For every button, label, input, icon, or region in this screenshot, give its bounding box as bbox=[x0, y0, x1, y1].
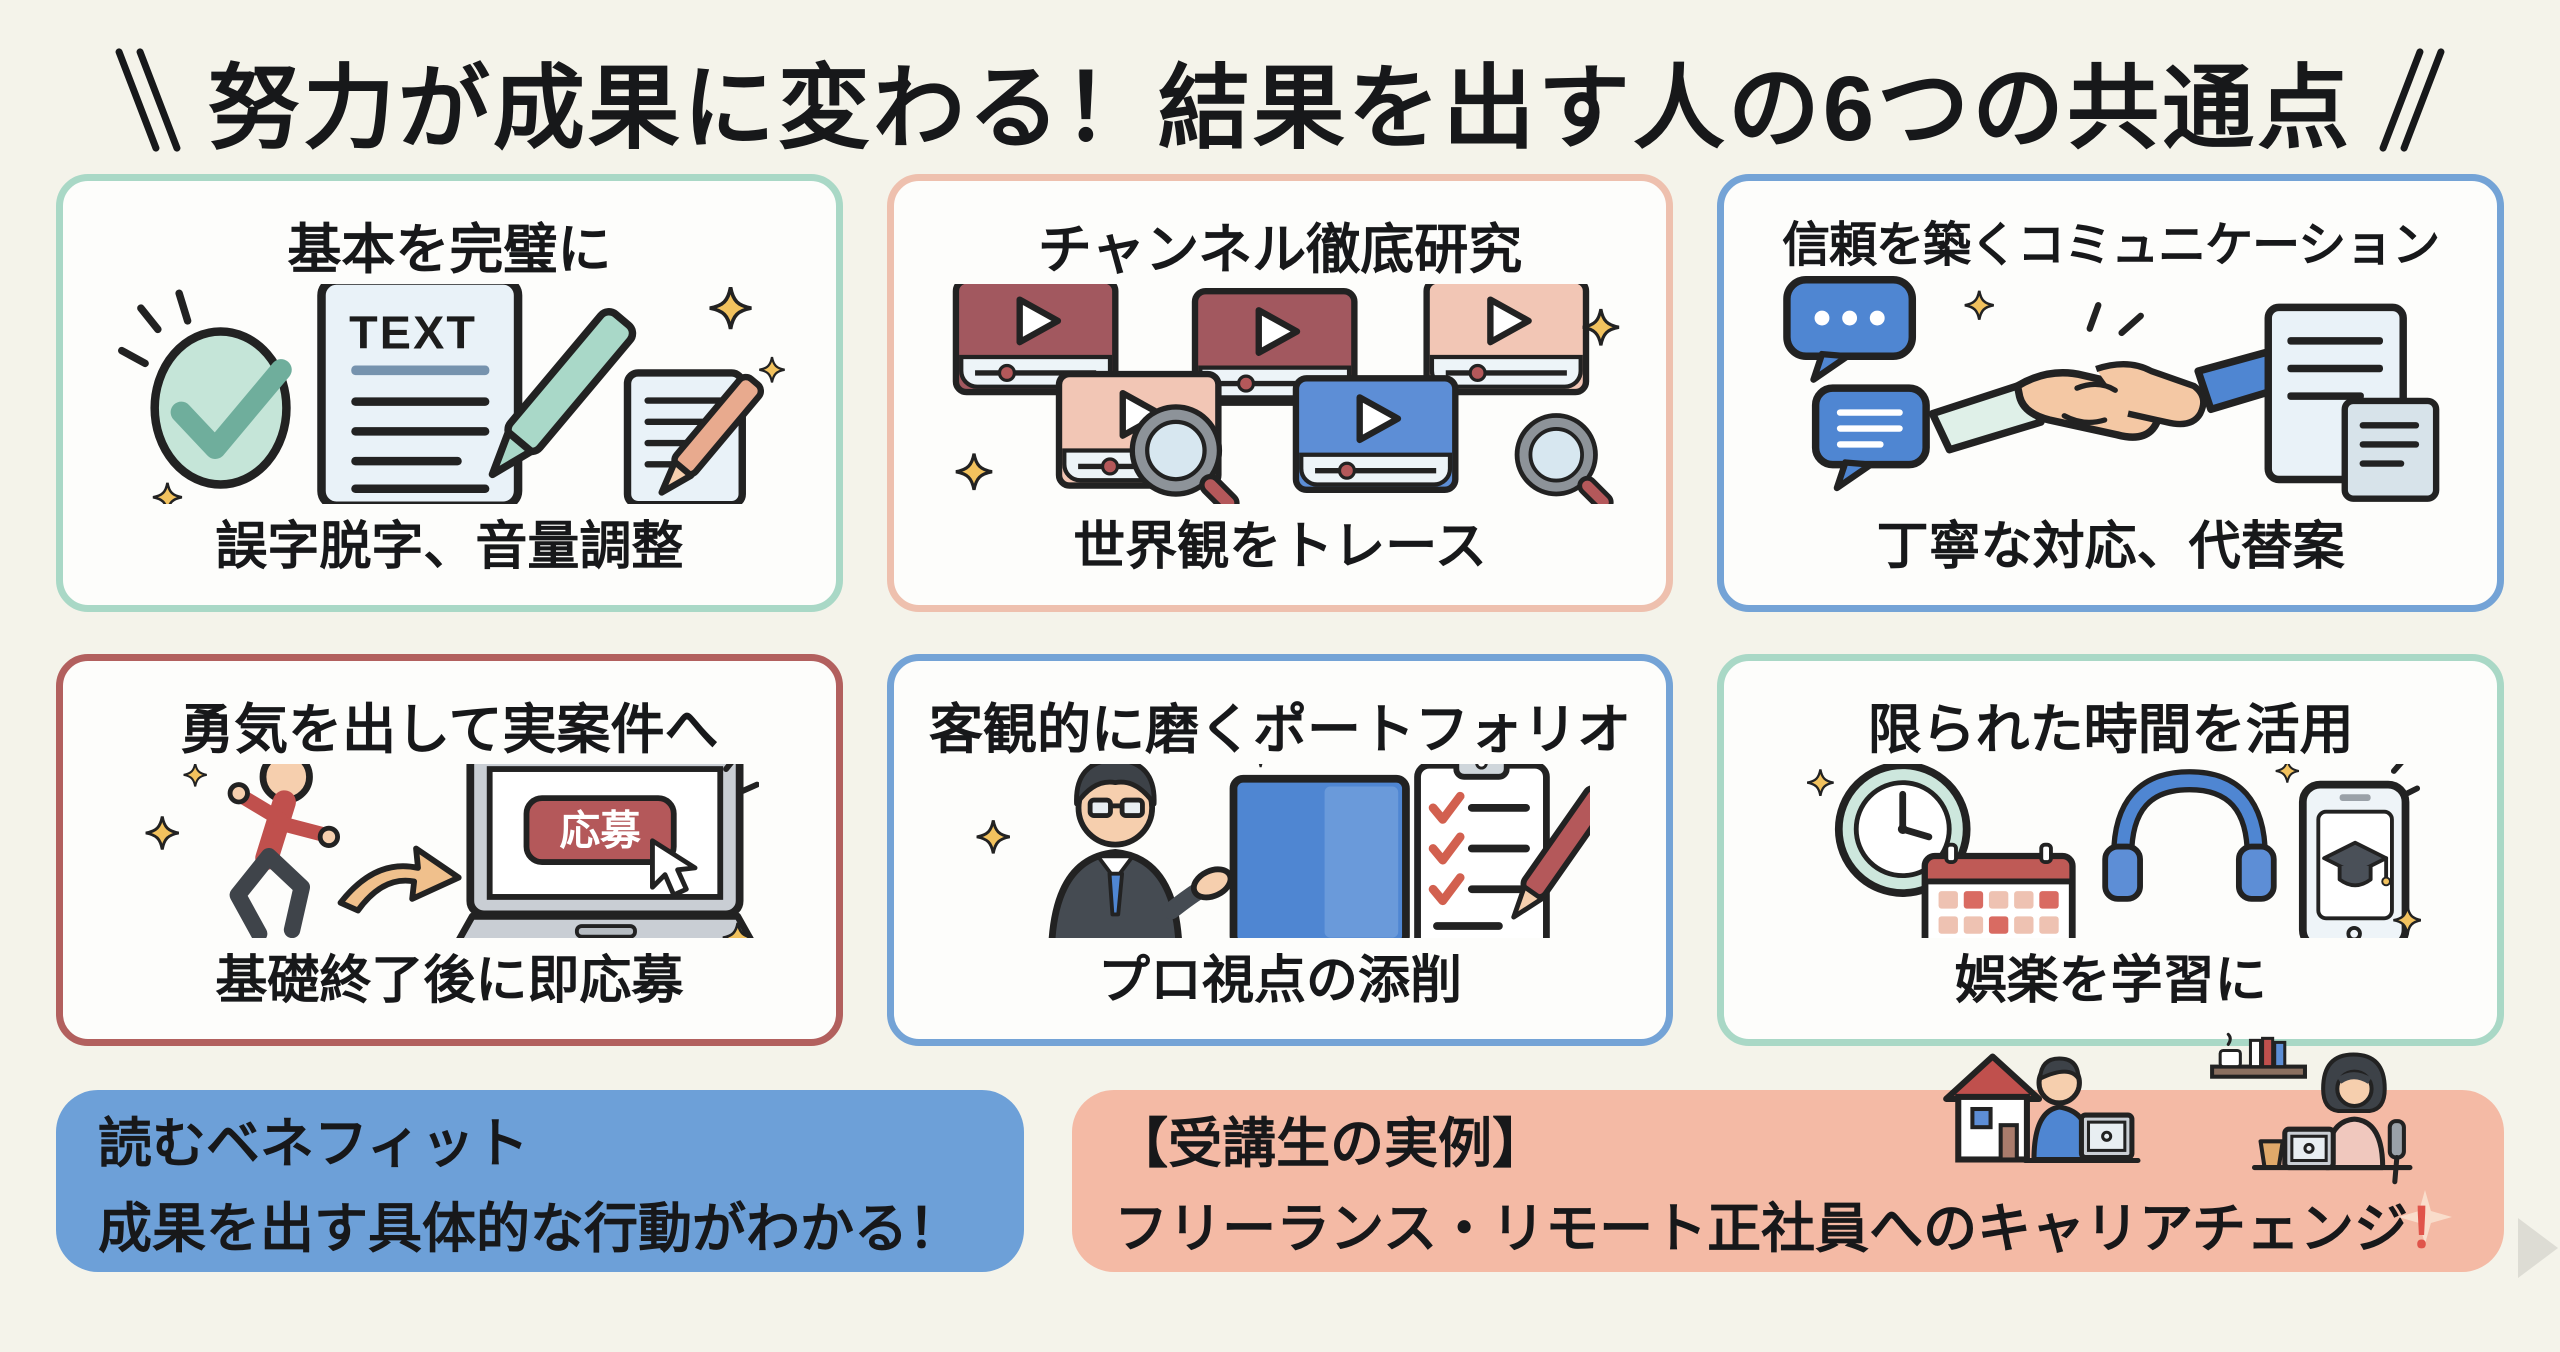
benefit-box: 読むベネフィット 成果を出す具体的な行動がわかる！ bbox=[56, 1090, 1025, 1272]
card-portfolio-caption: プロ視点の添削 bbox=[1098, 952, 1463, 1010]
card-basics: 基本を完璧に TEXT bbox=[56, 174, 843, 612]
card-portfolio-art bbox=[910, 764, 1651, 938]
text-document-icon: TEXT bbox=[317, 284, 523, 504]
next-arrow-icon bbox=[2518, 1218, 2558, 1278]
card-portfolio-title: 客観的に磨くポートフォリオ bbox=[929, 700, 1631, 760]
example-heading: 【受講生の実例】 bbox=[1114, 1114, 1547, 1174]
smartphone-learning-icon bbox=[2298, 780, 2410, 938]
pen-icon bbox=[489, 307, 637, 478]
basics-illustration: TEXT bbox=[118, 284, 787, 504]
double-slash-left-icon bbox=[114, 45, 182, 155]
card-channel-research: チャンネル徹底研究 bbox=[886, 174, 1674, 612]
svg-text:TEXT: TEXT bbox=[349, 306, 477, 358]
channel-research-illustration bbox=[952, 284, 1620, 504]
card-time-use-title: 限られた時間を活用 bbox=[1867, 700, 2354, 760]
sparkle-icon bbox=[182, 764, 209, 788]
businessman-icon bbox=[1048, 764, 1234, 938]
card-basics-caption: 誤字脱字、音量調整 bbox=[215, 518, 684, 576]
magnifier-icon bbox=[1129, 404, 1240, 504]
sparkle-icon bbox=[708, 285, 754, 331]
chat-bubble-dots-icon bbox=[1782, 276, 1916, 384]
magnifier-icon bbox=[1514, 412, 1614, 504]
card-basics-title: 基本を完璧に bbox=[287, 220, 612, 280]
sparkle-icon bbox=[1248, 764, 1274, 768]
laptop-icon: 応募 bbox=[456, 764, 755, 938]
example-box: 【受講生の実例】 フリーランス・リモート正社員へのキャリアチェンジ！ bbox=[1072, 1032, 2504, 1272]
card-channel-caption: 世界観をトレース bbox=[1073, 518, 1487, 576]
cursor-icon bbox=[650, 837, 698, 898]
sparkle-icon bbox=[2274, 764, 2300, 784]
card-real-projects-caption: 基礎終了後に即応募 bbox=[215, 952, 684, 1010]
card-communication-title: 信頼を築くコミュニケーション bbox=[1782, 219, 2440, 272]
example-body: フリーランス・リモート正社員へのキャリアチェンジ！ bbox=[1114, 1184, 2462, 1263]
cafe-worker-icon bbox=[2210, 1032, 2413, 1185]
checklist-clipboard-icon bbox=[1414, 764, 1550, 938]
headphones-icon bbox=[2101, 768, 2277, 902]
documents-icon bbox=[2264, 303, 2439, 503]
card-time-use: 限られた時間を活用 bbox=[1717, 654, 2505, 1046]
portfolio-illustration bbox=[975, 764, 1590, 938]
card-time-use-art bbox=[1740, 764, 2481, 938]
sparkle-icon bbox=[144, 814, 181, 851]
pencil-icon bbox=[658, 373, 765, 496]
card-communication-caption: 丁寧な対応、代替案 bbox=[1876, 518, 2345, 576]
card-communication-art bbox=[1740, 275, 2481, 504]
emphasis-lines-icon bbox=[723, 764, 760, 795]
example-illustrations bbox=[1930, 1028, 2414, 1188]
chat-bubble-lines-icon bbox=[1811, 384, 1930, 492]
check-circle-icon bbox=[150, 327, 293, 489]
apply-illustration: 応募 bbox=[144, 764, 760, 938]
double-slash-right-icon bbox=[2378, 45, 2446, 155]
card-real-projects-art: 応募 bbox=[79, 764, 820, 938]
card-channel-art bbox=[910, 284, 1651, 504]
benefit-heading: 読むベネフィット bbox=[98, 1114, 529, 1174]
apply-button: 応募 bbox=[523, 794, 677, 865]
exclamation-mark: ！ bbox=[2408, 1199, 2462, 1259]
bottom-row: 読むベネフィット 成果を出す具体的な行動がわかる！ bbox=[56, 1032, 2504, 1272]
sparkle-icon bbox=[152, 481, 184, 504]
emphasis-lines-icon bbox=[118, 289, 192, 367]
page-title: 努力が成果に変わる！結果を出す人の6つの共通点 bbox=[207, 57, 2353, 160]
card-real-projects: 勇気を出して実案件へ bbox=[56, 654, 843, 1046]
home-worker-icon bbox=[1943, 1053, 2141, 1164]
communication-illustration bbox=[1782, 276, 2439, 503]
card-basics-art: TEXT bbox=[79, 284, 820, 504]
time-use-illustration bbox=[1805, 764, 2421, 938]
video-player-icon bbox=[1292, 374, 1459, 493]
sparkle-icon bbox=[954, 451, 994, 492]
sparkle-icon bbox=[758, 355, 787, 384]
card-communication: 信頼を築くコミュニケーション bbox=[1717, 174, 2505, 612]
video-player-icon bbox=[1423, 284, 1590, 396]
cards-row-2: 勇気を出して実案件へ bbox=[56, 654, 2505, 1046]
svg-text:応募: 応募 bbox=[560, 807, 642, 853]
header: 努力が成果に変わる！結果を出す人の6つの共通点 bbox=[56, 0, 2504, 160]
emphasis-lines-icon bbox=[2390, 764, 2420, 797]
card-time-use-caption: 娯楽を学習に bbox=[1954, 952, 2267, 1010]
calendar-icon bbox=[1921, 842, 2076, 938]
cards-row-1: 基本を完璧に TEXT bbox=[56, 174, 2505, 612]
sparkle-icon bbox=[1805, 767, 1835, 797]
pen-icon bbox=[1511, 784, 1590, 920]
card-portfolio: 客観的に磨くポートフォリオ bbox=[886, 654, 1674, 1046]
benefit-body: 成果を出す具体的な行動がわかる！ bbox=[98, 1199, 962, 1259]
curved-arrow-icon bbox=[337, 845, 462, 913]
card-channel-title: チャンネル徹底研究 bbox=[1037, 220, 1523, 280]
portfolio-book-icon bbox=[1229, 774, 1410, 938]
card-real-projects-title: 勇気を出して実案件へ bbox=[180, 700, 719, 760]
sparkle-icon bbox=[975, 818, 1012, 855]
runner-icon bbox=[227, 764, 341, 938]
sparkle-icon bbox=[1963, 289, 1995, 322]
handshake-icon bbox=[1928, 302, 2300, 454]
